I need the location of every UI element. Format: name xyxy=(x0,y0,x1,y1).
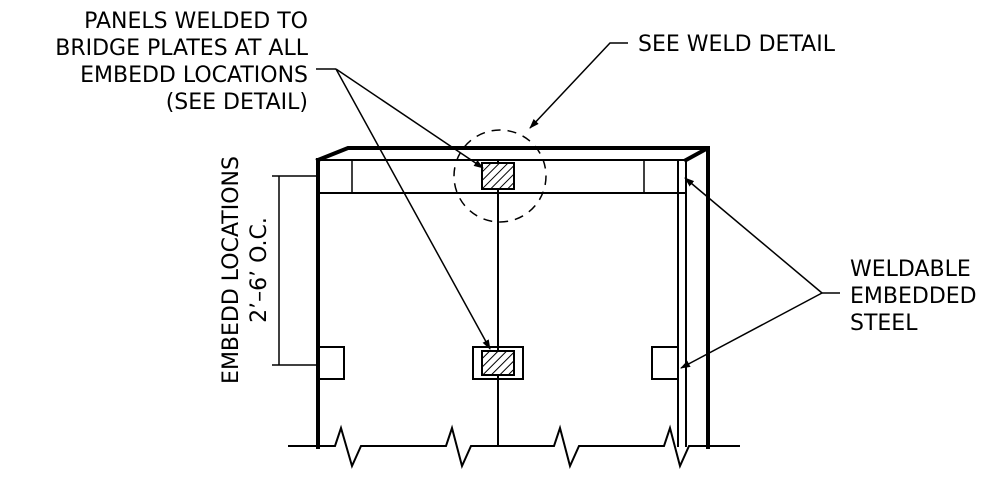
note-weldable-steel: WELDABLE EMBEDDED STEEL xyxy=(850,257,977,336)
dim-text-line1: EMBEDD LOCATIONS xyxy=(219,156,244,384)
weld-detail-circle xyxy=(453,129,547,223)
left-embed-steel xyxy=(317,346,345,380)
panel-structure xyxy=(315,146,710,449)
leader-panels-bottom xyxy=(335,68,491,350)
embed-dimension: EMBEDD LOCATIONS 2’–6’ O.C. xyxy=(219,156,316,384)
dim-text-line2: 2’–6’ O.C. xyxy=(247,217,272,323)
leader-steel-top xyxy=(684,177,823,294)
leaders xyxy=(316,42,840,369)
top-bridge-plate xyxy=(481,162,515,190)
note-panels-line4: (SEE DETAIL) xyxy=(166,90,308,115)
leader-steel-bottom xyxy=(680,292,823,369)
bottom-bridge-plate xyxy=(481,350,515,376)
note-see-weld-detail: SEE WELD DETAIL xyxy=(638,32,836,57)
leader-weld-detail xyxy=(529,42,628,129)
bottom-embed-box xyxy=(472,346,524,380)
leader-panels-top xyxy=(335,68,484,169)
note-steel-line3: STEEL xyxy=(850,311,918,336)
note-panels-line3: EMBEDD LOCATIONS xyxy=(80,63,308,88)
note-steel-line1: WELDABLE xyxy=(850,257,971,282)
embed-plates xyxy=(317,162,679,380)
note-steel-line2: EMBEDDED xyxy=(850,284,977,309)
right-embed-steel xyxy=(651,346,679,380)
note-panels-line1: PANELS WELDED TO xyxy=(84,9,308,34)
panel-top-cap xyxy=(315,146,709,163)
note-panels-welded: PANELS WELDED TO BRIDGE PLATES AT ALL EM… xyxy=(55,9,308,115)
note-panels-line2: BRIDGE PLATES AT ALL xyxy=(55,36,308,61)
ground-break-line xyxy=(288,424,740,469)
